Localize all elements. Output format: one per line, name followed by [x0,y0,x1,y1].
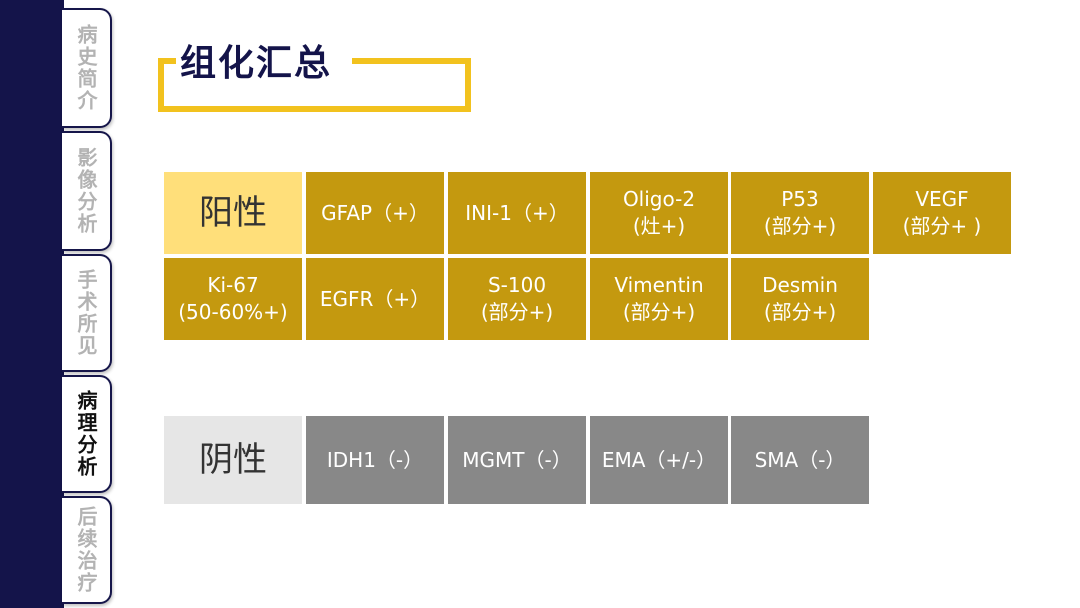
marker-name: Ki-67 [207,273,259,297]
nav-tab-label: 病史简介 [74,24,98,112]
marker-name: P53 [781,187,819,211]
positive-marker-cell: Ki-67 (50-60%+) [164,258,302,340]
nav-tab-label: 影像分析 [74,147,98,235]
marker-name: GFAP（+） [321,200,429,225]
positive-marker-cell: P53 (部分+) [731,172,869,254]
marker-status: (部分+) [622,300,696,324]
nav-tab-pathology[interactable]: 病理分析 [62,375,112,493]
marker-name: MGMT（-） [462,447,572,472]
nav-tab-imaging[interactable]: 影像分析 [62,131,112,251]
marker-status: (灶+) [632,214,686,238]
marker-name: Desmin [762,273,838,297]
page-title: 组化汇总 [180,43,333,84]
marker-name: Vimentin [614,273,704,297]
positive-header: 阳性 [164,172,302,254]
negative-header: 阴性 [164,416,302,504]
nav-tab-label: 后续治疗 [74,506,98,594]
nav-tab-surgery[interactable]: 手术所见 [62,254,112,372]
positive-marker-cell: Desmin (部分+) [731,258,869,340]
positive-marker-cell: S-100 (部分+) [448,258,586,340]
marker-status: (部分+) [480,300,554,324]
positive-marker-cell: Oligo-2 (灶+) [590,172,728,254]
nav-tab-label: 手术所见 [74,269,98,357]
marker-status: (部分+ ) [902,214,982,238]
positive-marker-cell: Vimentin (部分+) [590,258,728,340]
nav-tab-label: 病理分析 [74,390,98,478]
nav-tab-follow-up[interactable]: 后续治疗 [62,496,112,604]
marker-name: Oligo-2 [622,187,696,211]
marker-name: SMA（-） [754,447,846,472]
marker-name: INI-1（+） [465,200,569,225]
marker-name: VEGF [915,187,969,211]
negative-marker-cell: SMA（-） [731,416,869,504]
negative-marker-cell: IDH1（-） [306,416,444,504]
marker-status: (部分+) [763,300,837,324]
marker-name: EMA（+/-） [601,447,717,472]
negative-marker-cell: MGMT（-） [448,416,586,504]
left-sidebar-strip [0,0,64,608]
marker-name: EGFR（+） [319,286,431,311]
marker-status: (部分+) [763,214,837,238]
positive-header-label: 阳性 [199,192,267,233]
title-frame-gap [176,50,352,74]
negative-header-label: 阴性 [199,439,267,480]
marker-name: IDH1（-） [326,447,424,472]
positive-marker-cell: INI-1（+） [448,172,586,254]
negative-marker-cell: EMA（+/-） [590,416,728,504]
positive-marker-cell: VEGF (部分+ ) [873,172,1011,254]
nav-tab-history[interactable]: 病史简介 [62,8,112,128]
positive-marker-cell: GFAP（+） [306,172,444,254]
marker-name: S-100 [487,273,547,297]
marker-status: (50-60%+) [178,300,288,324]
positive-marker-cell: EGFR（+） [306,258,444,340]
